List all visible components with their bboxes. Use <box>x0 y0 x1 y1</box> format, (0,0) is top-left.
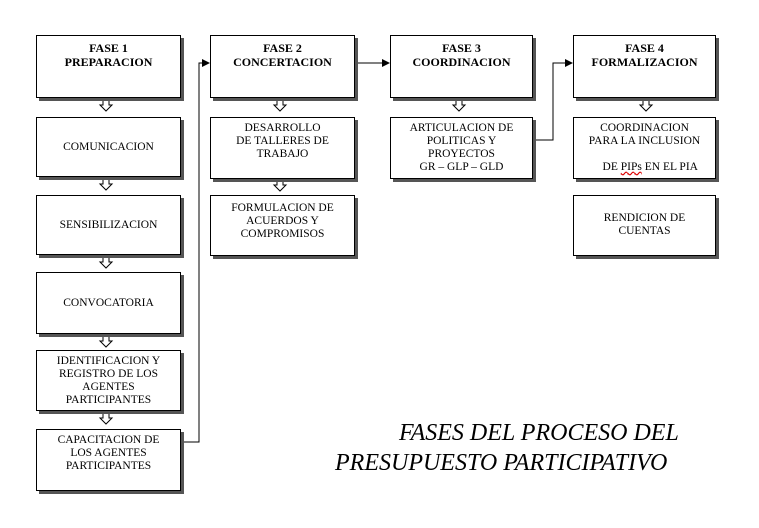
phase-3-header: FASE 3 COORDINACION <box>390 35 533 98</box>
step-coordinacion-line1: COORDINACION <box>600 122 689 134</box>
main-title-line-1: FASES DEL PROCESO DEL <box>399 420 679 446</box>
phase-1-header: FASE 1 PREPARACION <box>36 35 181 98</box>
phase-4-label: FASE 4 <box>625 41 664 55</box>
down-arrow-icon <box>272 178 288 192</box>
phase-1-name: PREPARACION <box>64 55 153 69</box>
phase-3-label: FASE 3 <box>442 41 481 55</box>
down-arrow-icon <box>451 98 467 112</box>
step-articulacion-text: ARTICULACION DE POLITICAS Y PROYECTOS GR… <box>409 122 514 173</box>
down-arrow-icon <box>98 334 114 348</box>
step-formulacion-text: FORMULACION DE ACUERDOS Y COMPROMISOS <box>231 202 334 240</box>
phase-2-name: CONCERTACION <box>233 55 332 69</box>
step-comunicacion-text: COMUNICACION <box>63 140 154 153</box>
phase-3-name: COORDINACION <box>412 55 511 69</box>
down-arrow-icon <box>98 255 114 269</box>
step-desarrollo-text: DESARROLLO DE TALLERES DE TRABAJO <box>236 122 329 160</box>
phase-1-label: FASE 1 <box>89 41 128 55</box>
step-identificacion-registro: IDENTIFICACION Y REGISTRO DE LOS AGENTES… <box>36 350 181 411</box>
down-arrow-icon <box>272 98 288 112</box>
down-arrow-icon <box>98 177 114 191</box>
step-sensibilizacion: SENSIBILIZACION <box>36 195 181 255</box>
phase-2-label: FASE 2 <box>263 41 302 55</box>
step-coordinacion-inclusion: COORDINACION PARA LA INCLUSION DE PIPs E… <box>573 117 716 179</box>
step-coordinacion-line2: PARA LA INCLUSION <box>588 135 701 147</box>
step-rendicion-text: RENDICION DE CUENTAS <box>603 212 686 237</box>
down-arrow-icon <box>98 411 114 425</box>
step-convocatoria: CONVOCATORIA <box>36 272 181 334</box>
down-arrow-icon <box>638 98 654 112</box>
phase-2-header: FASE 2 CONCERTACION <box>210 35 355 98</box>
step-capacitacion: CAPACITACION DE LOS AGENTES PARTICIPANTE… <box>36 429 181 491</box>
step-capacitacion-text: CAPACITACION DE LOS AGENTES PARTICIPANTE… <box>57 433 160 472</box>
step-articulacion: ARTICULACION DE POLITICAS Y PROYECTOS GR… <box>390 117 533 179</box>
line3-part-a: DE <box>602 161 621 173</box>
step-coordinacion-line3: DE PIPs EN EL PIA <box>591 148 698 187</box>
connector-fase1-fase2 <box>181 59 210 443</box>
step-sensibilizacion-text: SENSIBILIZACION <box>59 218 158 231</box>
step-convocatoria-text: CONVOCATORIA <box>63 296 154 309</box>
step-comunicacion: COMUNICACION <box>36 117 181 177</box>
phase-4-header: FASE 4 FORMALIZACION <box>573 35 716 98</box>
down-arrow-icon <box>98 98 114 112</box>
pips-text: PIPs <box>620 161 642 173</box>
step-formulacion-acuerdos: FORMULACION DE ACUERDOS Y COMPROMISOS <box>210 195 355 256</box>
phase-4-name: FORMALIZACION <box>591 55 698 69</box>
connector-fase3-fase4 <box>533 59 573 141</box>
step-identificacion-text: IDENTIFICACION Y REGISTRO DE LOS AGENTES… <box>56 354 161 406</box>
line3-part-b: EN EL PIA <box>641 161 698 173</box>
step-desarrollo-talleres: DESARROLLO DE TALLERES DE TRABAJO <box>210 117 355 179</box>
step-rendicion-cuentas: RENDICION DE CUENTAS <box>573 195 716 256</box>
main-title-line-2: PRESUPUESTO PARTICIPATIVO <box>335 450 668 476</box>
